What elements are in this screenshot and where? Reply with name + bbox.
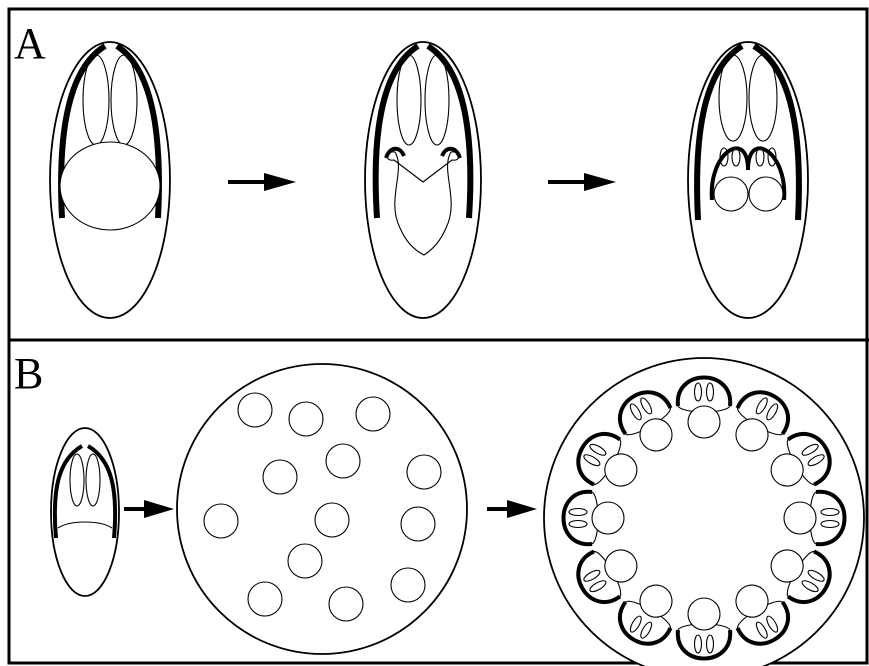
dispersed-cell xyxy=(263,460,297,494)
dispersed-cell xyxy=(391,568,425,602)
dispersed-cell xyxy=(326,444,360,478)
egg-outline xyxy=(365,42,481,318)
dispersed-cell xyxy=(356,397,390,431)
panel-b-small-egg xyxy=(51,428,119,596)
cell-circle xyxy=(60,142,160,230)
dispersed-cell xyxy=(289,402,323,436)
dispersed-cell xyxy=(288,544,322,578)
panel-b-daughter-ring xyxy=(544,358,864,666)
daughter-cell xyxy=(688,406,720,438)
arrow-b1 xyxy=(124,500,174,518)
panel-b-dispersed-cells xyxy=(177,364,467,654)
egg-outline xyxy=(688,42,808,318)
arrow-b2 xyxy=(487,500,537,518)
panel-b-label: B xyxy=(14,349,43,398)
dispersed-cell xyxy=(401,507,435,541)
dispersed-cell xyxy=(329,587,363,621)
arrow-a2 xyxy=(548,173,616,191)
dispersed-cell xyxy=(315,503,349,537)
egg-outline xyxy=(51,428,119,596)
daughter-cell-left xyxy=(714,177,748,211)
daughter-cell xyxy=(784,502,816,534)
dispersed-cell xyxy=(248,582,282,616)
daughter-cell-right xyxy=(749,177,783,211)
panel-a-stage-3 xyxy=(688,42,808,318)
dispersed-cell xyxy=(407,455,441,489)
daughter-cell xyxy=(688,598,720,630)
dispersed-cell xyxy=(238,393,272,427)
panel-a-label: A xyxy=(14,19,46,68)
daughter-cell xyxy=(592,502,624,534)
panel-a-stage-2 xyxy=(365,42,481,318)
panel-a-stage-1 xyxy=(50,42,170,318)
arrow-a1 xyxy=(228,173,296,191)
dispersed-cell xyxy=(204,504,238,538)
